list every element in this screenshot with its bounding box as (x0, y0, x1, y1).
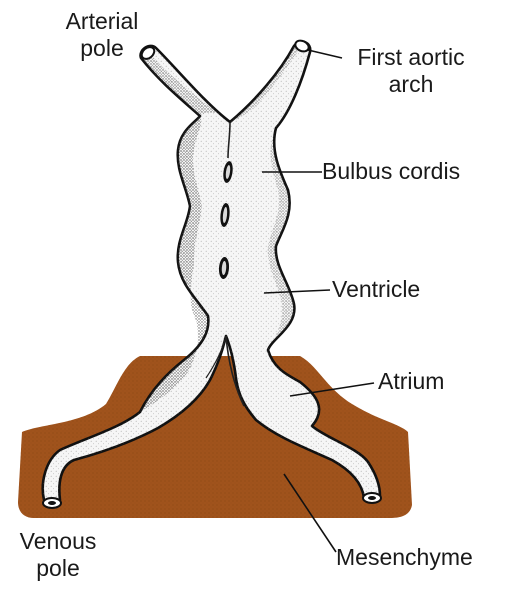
label-arterial-pole-line2: pole (50, 35, 154, 62)
label-arterial-pole-line1: Arterial (50, 8, 154, 35)
label-venous-pole: Venous pole (10, 528, 106, 582)
label-venous-pole-line2: pole (10, 555, 106, 582)
label-mesenchyme: Mesenchyme (336, 544, 473, 571)
label-first-aortic-arch-line2: arch (336, 71, 486, 98)
label-venous-pole-line1: Venous (10, 528, 106, 555)
label-atrium: Atrium (378, 368, 444, 395)
label-first-aortic-arch-line1: First aortic (336, 44, 486, 71)
label-ventricle: Ventricle (332, 276, 420, 303)
label-first-aortic-arch: First aortic arch (336, 44, 486, 98)
label-arterial-pole: Arterial pole (50, 8, 154, 62)
label-bulbus-cordis: Bulbus cordis (322, 158, 460, 185)
mesenchyme-region (18, 356, 412, 518)
